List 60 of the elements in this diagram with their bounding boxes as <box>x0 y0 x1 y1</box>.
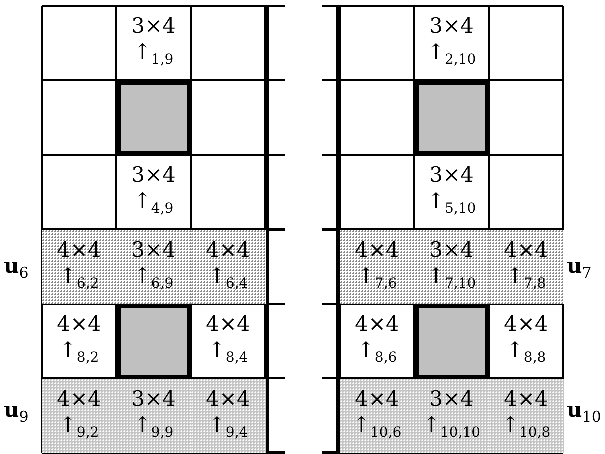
matrix-cell <box>414 230 489 304</box>
row-label: u$_{10}$ <box>567 398 602 428</box>
shaded-block <box>116 80 191 155</box>
size-label: 4×4 <box>206 386 250 412</box>
index-label: ↑$_{5,10}$ <box>427 188 476 220</box>
index-label: ↑$_{9,2}$ <box>59 412 100 443</box>
matrix-cell <box>42 230 116 304</box>
shaded-block <box>414 304 489 378</box>
size-label: 4×4 <box>504 386 548 412</box>
row-label: u$_{9}$ <box>4 398 29 428</box>
matrix-cell <box>191 378 266 453</box>
size-label: 4×4 <box>355 386 400 412</box>
index-label: ↑$_{9,9}$ <box>134 412 174 443</box>
matrix-cell <box>489 378 564 453</box>
matrix-cell <box>489 230 564 304</box>
size-label: 4×4 <box>206 311 250 338</box>
index-label: ↑$_{7,10}$ <box>427 262 476 294</box>
index-label: ↑$_{7,8}$ <box>506 262 546 294</box>
index-label: ↑$_{1,9}$ <box>134 39 174 70</box>
size-label: 3×4 <box>132 236 176 263</box>
index-label: ↑$_{9,4}$ <box>208 412 248 443</box>
index-label: ↑$_{8,8}$ <box>506 337 546 368</box>
shaded-block <box>414 80 489 155</box>
size-label: 3×4 <box>430 236 474 263</box>
size-label: 3×4 <box>430 162 474 188</box>
matrix-cell <box>414 378 489 453</box>
size-label: 4×4 <box>57 236 102 263</box>
size-label: 3×4 <box>132 162 176 188</box>
index-label: ↑$_{8,4}$ <box>208 337 248 368</box>
matrix-cell <box>116 230 191 304</box>
index-label: ↑$_{6,2}$ <box>59 262 100 294</box>
shaded-block <box>116 304 191 378</box>
size-label: 4×4 <box>355 311 400 338</box>
size-label: 3×4 <box>430 386 474 412</box>
index-label: ↑$_{7,6}$ <box>357 262 398 294</box>
size-label: 4×4 <box>57 386 102 412</box>
size-label: 4×4 <box>206 236 250 263</box>
matrix-cell <box>340 230 414 304</box>
size-label: 4×4 <box>57 311 102 338</box>
index-label: ↑$_{6,4}$ <box>208 262 248 294</box>
size-label: 4×4 <box>504 311 548 338</box>
size-label: 4×4 <box>355 236 400 263</box>
index-label: ↑$_{10,6}$ <box>352 412 402 443</box>
matrix-cell <box>42 378 116 453</box>
index-label: ↑$_{8,2}$ <box>59 337 100 368</box>
size-label: 4×4 <box>504 236 548 263</box>
matrix-cell <box>116 378 191 453</box>
row-label: u$_{7}$ <box>567 254 592 284</box>
matrix-cell <box>340 378 414 453</box>
index-label: ↑$_{2,10}$ <box>427 39 476 70</box>
size-label: 3×4 <box>132 386 176 412</box>
matrix-cell <box>191 230 266 304</box>
index-label: ↑$_{6,9}$ <box>134 262 174 294</box>
index-label: ↑$_{10,8}$ <box>502 412 551 443</box>
index-label: ↑$_{10,10}$ <box>422 412 481 443</box>
size-label: 3×4 <box>430 13 474 40</box>
index-label: ↑$_{8,6}$ <box>357 337 398 368</box>
index-label: ↑$_{4,9}$ <box>134 188 174 220</box>
size-label: 3×4 <box>132 13 176 40</box>
row-label: u$_{6}$ <box>4 254 29 284</box>
